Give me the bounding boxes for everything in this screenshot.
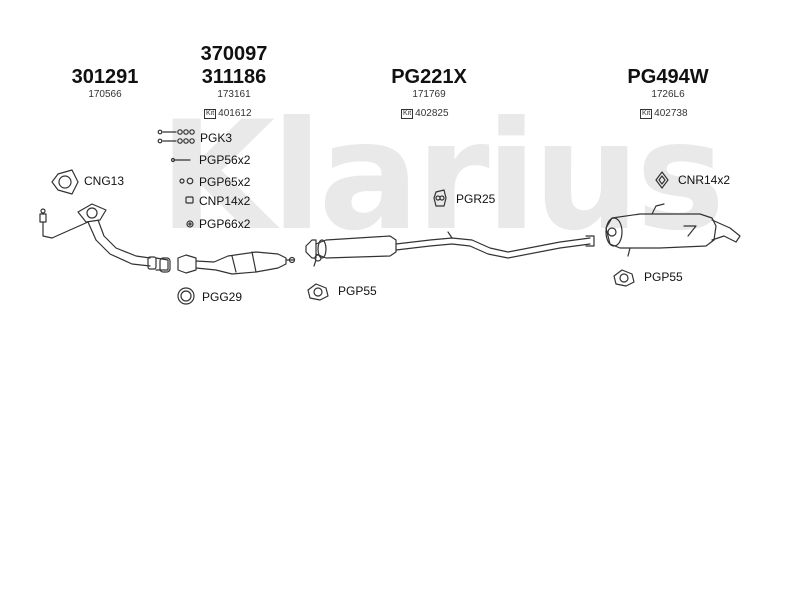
kit-402825: Kit 402825	[401, 108, 449, 119]
front-downpipe	[51, 203, 171, 273]
ref-171769: 171769	[412, 89, 446, 100]
pgp55-rear-icon	[613, 269, 635, 287]
label-pgp66: PGP66x2	[199, 217, 251, 231]
label-pgp65: PGP65x2	[199, 175, 251, 189]
label-cng13: CNG13	[84, 174, 125, 188]
watermark-text: Klarius	[159, 90, 721, 264]
part-number-311186: 311186	[201, 66, 267, 88]
part-number-301291: 301291	[71, 66, 139, 88]
part-number-PG221X: PG221X	[391, 66, 467, 88]
label-pgk3: PGK3	[200, 131, 233, 145]
kit-401612: Kit 401612	[204, 108, 252, 119]
label-pgp55-mid: PGP55	[338, 284, 377, 298]
label-pgr25: PGR25	[456, 192, 496, 206]
ref-1726L6: 1726L6	[651, 89, 685, 100]
kit-402738: Kit 402738	[640, 108, 688, 119]
pgp56-icon	[170, 157, 191, 163]
catalytic-converter	[177, 251, 296, 275]
pgp66-icon	[186, 220, 194, 228]
pgg29-icon	[177, 287, 195, 305]
kit-number: 402825	[415, 108, 449, 119]
cng13-icon	[51, 169, 79, 195]
kit-number: 402738	[654, 108, 688, 119]
kit-number: 401612	[218, 108, 252, 119]
cnr14-icon	[655, 171, 669, 189]
lambda-sensor-icon	[39, 208, 53, 239]
pgk3-icon	[157, 129, 195, 144]
label-cnr14: CNR14x2	[678, 173, 731, 187]
kit-badge: Kit	[640, 108, 653, 119]
centre-silencer	[305, 231, 595, 267]
cnp14-icon	[185, 196, 194, 204]
pgr25-icon	[433, 189, 447, 207]
label-pgp55-rear: PGP55	[644, 270, 683, 284]
rear-silencer	[605, 203, 741, 257]
label-cnp14: CNP14x2	[199, 194, 251, 208]
label-pgp56: PGP56x2	[199, 153, 251, 167]
part-number-370097: 370097	[200, 43, 268, 65]
pgp65-icon	[179, 177, 194, 185]
kit-badge: Kit	[204, 108, 217, 119]
pgp55-mid-icon	[307, 283, 329, 301]
part-number-PG494W: PG494W	[627, 66, 709, 88]
ref-170566: 170566	[88, 89, 122, 100]
kit-badge: Kit	[401, 108, 414, 119]
label-pgg29: PGG29	[202, 290, 243, 304]
ref-173161: 173161	[217, 89, 251, 100]
